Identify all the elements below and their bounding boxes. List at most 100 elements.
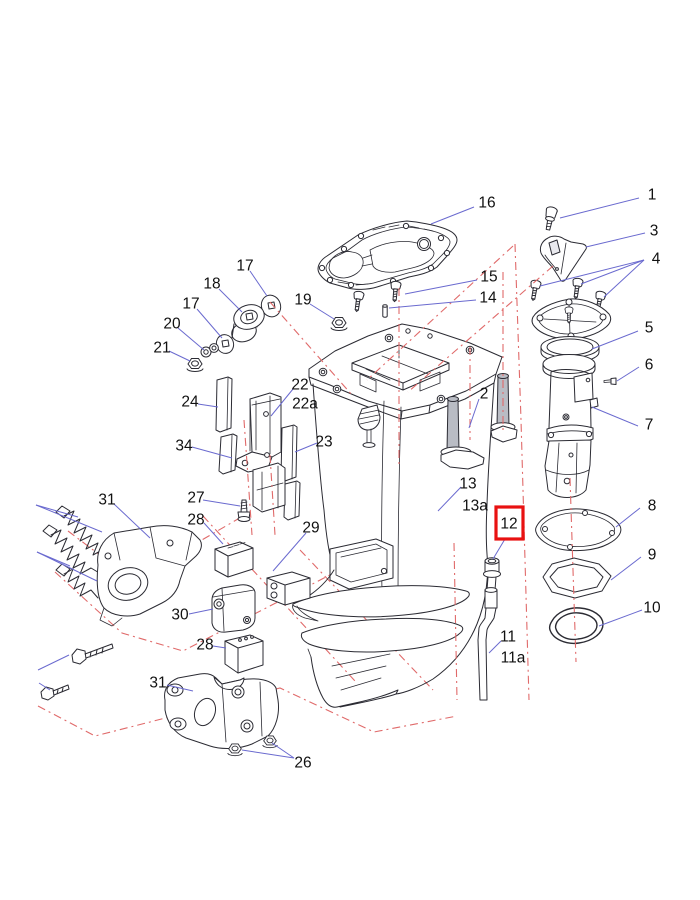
callout-label-16[interactable]: 16 [478,195,495,212]
part-24-strip-drawing [215,376,233,433]
callout-label-22a[interactable]: 22a [292,396,318,413]
axis-line [407,265,554,393]
callout-label-2[interactable]: 2 [480,386,489,403]
highlight-box-part-12 [494,505,525,541]
callout-label-22[interactable]: 22 [291,377,308,394]
callout-label-9[interactable]: 9 [648,547,657,564]
part-11-water-tube-drawing [477,576,498,701]
leader-line [616,366,640,382]
leader-line [492,538,506,560]
leader-line [404,279,478,295]
callout-label-28[interactable]: 28 [196,637,213,654]
leader-lines [35,197,646,759]
highlight-box-group [494,505,525,541]
callout-label-13[interactable]: 13 [459,476,476,493]
axis-lines-over [243,243,577,701]
callout-label-31[interactable]: 31 [149,675,166,692]
leader-line [591,330,639,350]
part-31-upper-bracket-drawing [96,525,202,627]
leader-line [168,350,191,362]
part-3-bracket-drawing [539,235,587,282]
leader-line [196,308,223,339]
callout-label-5[interactable]: 5 [645,320,654,337]
leader-line [197,403,219,408]
callout-label-1[interactable]: 1 [648,187,657,204]
callout-label-20[interactable]: 20 [163,316,181,333]
part-10-seal-ring-drawing [548,607,604,645]
leader-line [539,259,645,287]
part-6-screw-drawing [603,377,617,385]
callout-label-23[interactable]: 23 [315,434,332,451]
axis-line [514,243,530,701]
callout-label-34[interactable]: 34 [175,438,193,455]
part-28-upper-damper-drawing [214,541,254,578]
cropped-leader-line [38,682,51,691]
callout-label-24[interactable]: 24 [181,394,199,411]
axis-line [366,245,514,381]
part-12-seal-drawing [483,557,501,578]
part-29-damper-drawing [266,571,311,606]
leader-line [241,749,295,759]
callout-label-11[interactable]: 11 [500,629,516,646]
callout-label-11a[interactable]: 11a [501,650,526,667]
callout-label-28[interactable]: 28 [187,512,204,529]
part-17-18-washers-drawing [200,294,282,358]
part-23-strips-drawing [280,424,301,521]
axis-line [243,419,253,536]
callout-label-18[interactable]: 18 [203,276,220,293]
part-16-gasket-drawing [317,220,458,290]
part-13-housing-drawing [292,323,503,708]
callout-label-4[interactable]: 4 [652,251,661,268]
callout-label-27[interactable]: 27 [187,490,204,507]
part-5-pump-housing-drawing [531,298,612,379]
callout-label-15[interactable]: 15 [480,269,497,286]
callout-label-26[interactable]: 26 [294,755,311,772]
cropped-leader-line [35,504,79,518]
callout-label-17[interactable]: 17 [236,258,253,275]
callout-label-19[interactable]: 19 [294,292,311,309]
callout-label-8[interactable]: 8 [648,498,657,515]
part-14-pin-drawing [382,304,388,318]
callout-label-12[interactable]: 12 [500,516,517,533]
cropped-leader-line [36,551,98,582]
part-31-lower-bracket-drawing [164,673,279,749]
callout-label-3[interactable]: 3 [650,223,659,240]
part-7-pump-column-drawing [544,369,599,498]
leader-line [212,645,227,649]
callout-label-13a[interactable]: 13a [462,498,488,515]
part-28-lower-damper-drawing [224,634,264,674]
leader-line [580,259,645,285]
callout-label-7[interactable]: 7 [645,417,654,434]
callout-label-29[interactable]: 29 [302,520,319,537]
leader-line [591,406,639,427]
axis-line [453,542,458,701]
part-bolts-drawing [40,643,114,701]
part-22-bracket-drawing [235,392,286,513]
part-2-studs-drawing [440,373,518,470]
leader-line [388,299,477,309]
leader-line [488,640,502,654]
callout-label-30[interactable]: 30 [171,607,189,624]
part-spring-bolts-drawing [42,505,121,599]
leader-line [585,232,646,248]
part-drawings [40,206,622,757]
leader-line [166,684,194,692]
leader-line [559,197,640,219]
callout-label-10[interactable]: 10 [643,600,661,617]
axis-line [569,477,577,663]
axis-line [269,454,276,536]
axis-line [269,301,353,396]
leader-line [218,288,243,313]
leader-line [188,608,214,615]
callout-label-6[interactable]: 6 [645,357,654,374]
callout-label-14[interactable]: 14 [479,290,497,307]
leader-line [271,742,295,759]
part-27-screw-drawing [237,499,251,522]
leader-line [437,486,462,512]
leader-line [272,532,307,572]
leader-line [598,609,643,627]
callout-label-21[interactable]: 21 [153,340,170,357]
callout-label-31[interactable]: 31 [98,492,115,509]
callout-label-17[interactable]: 17 [182,296,199,313]
